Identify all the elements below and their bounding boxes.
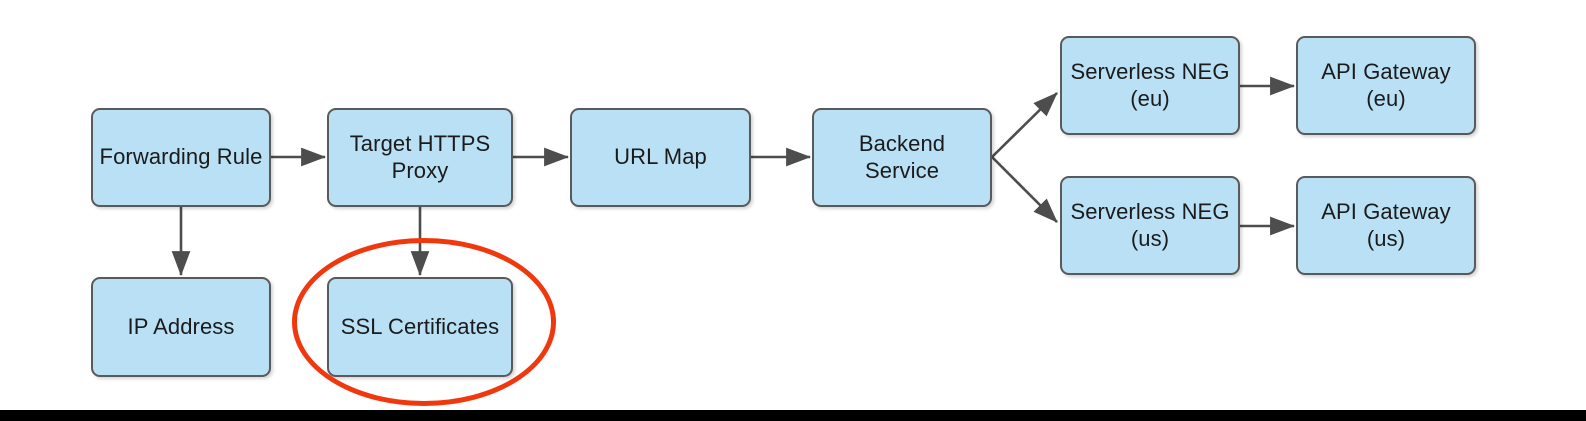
node-ip-address[interactable]: IP Address <box>91 277 271 377</box>
node-url-map[interactable]: URL Map <box>570 108 751 207</box>
node-backend-service[interactable]: Backend Service <box>812 108 992 207</box>
edge-backend-service-to-serverless-neg-eu <box>991 92 1058 158</box>
edge-backend-service-to-serverless-neg-us <box>991 156 1058 223</box>
node-api-gateway-us[interactable]: API Gateway (us) <box>1296 176 1476 275</box>
node-forwarding-rule[interactable]: Forwarding Rule <box>91 108 271 207</box>
node-target-https-proxy[interactable]: Target HTTPS Proxy <box>327 108 513 207</box>
node-api-gateway-eu[interactable]: API Gateway (eu) <box>1296 36 1476 135</box>
ssl-certificates-highlight-ellipse <box>292 238 556 406</box>
node-serverless-neg-us[interactable]: Serverless NEG (us) <box>1060 176 1240 275</box>
node-serverless-neg-eu[interactable]: Serverless NEG (eu) <box>1060 36 1240 135</box>
